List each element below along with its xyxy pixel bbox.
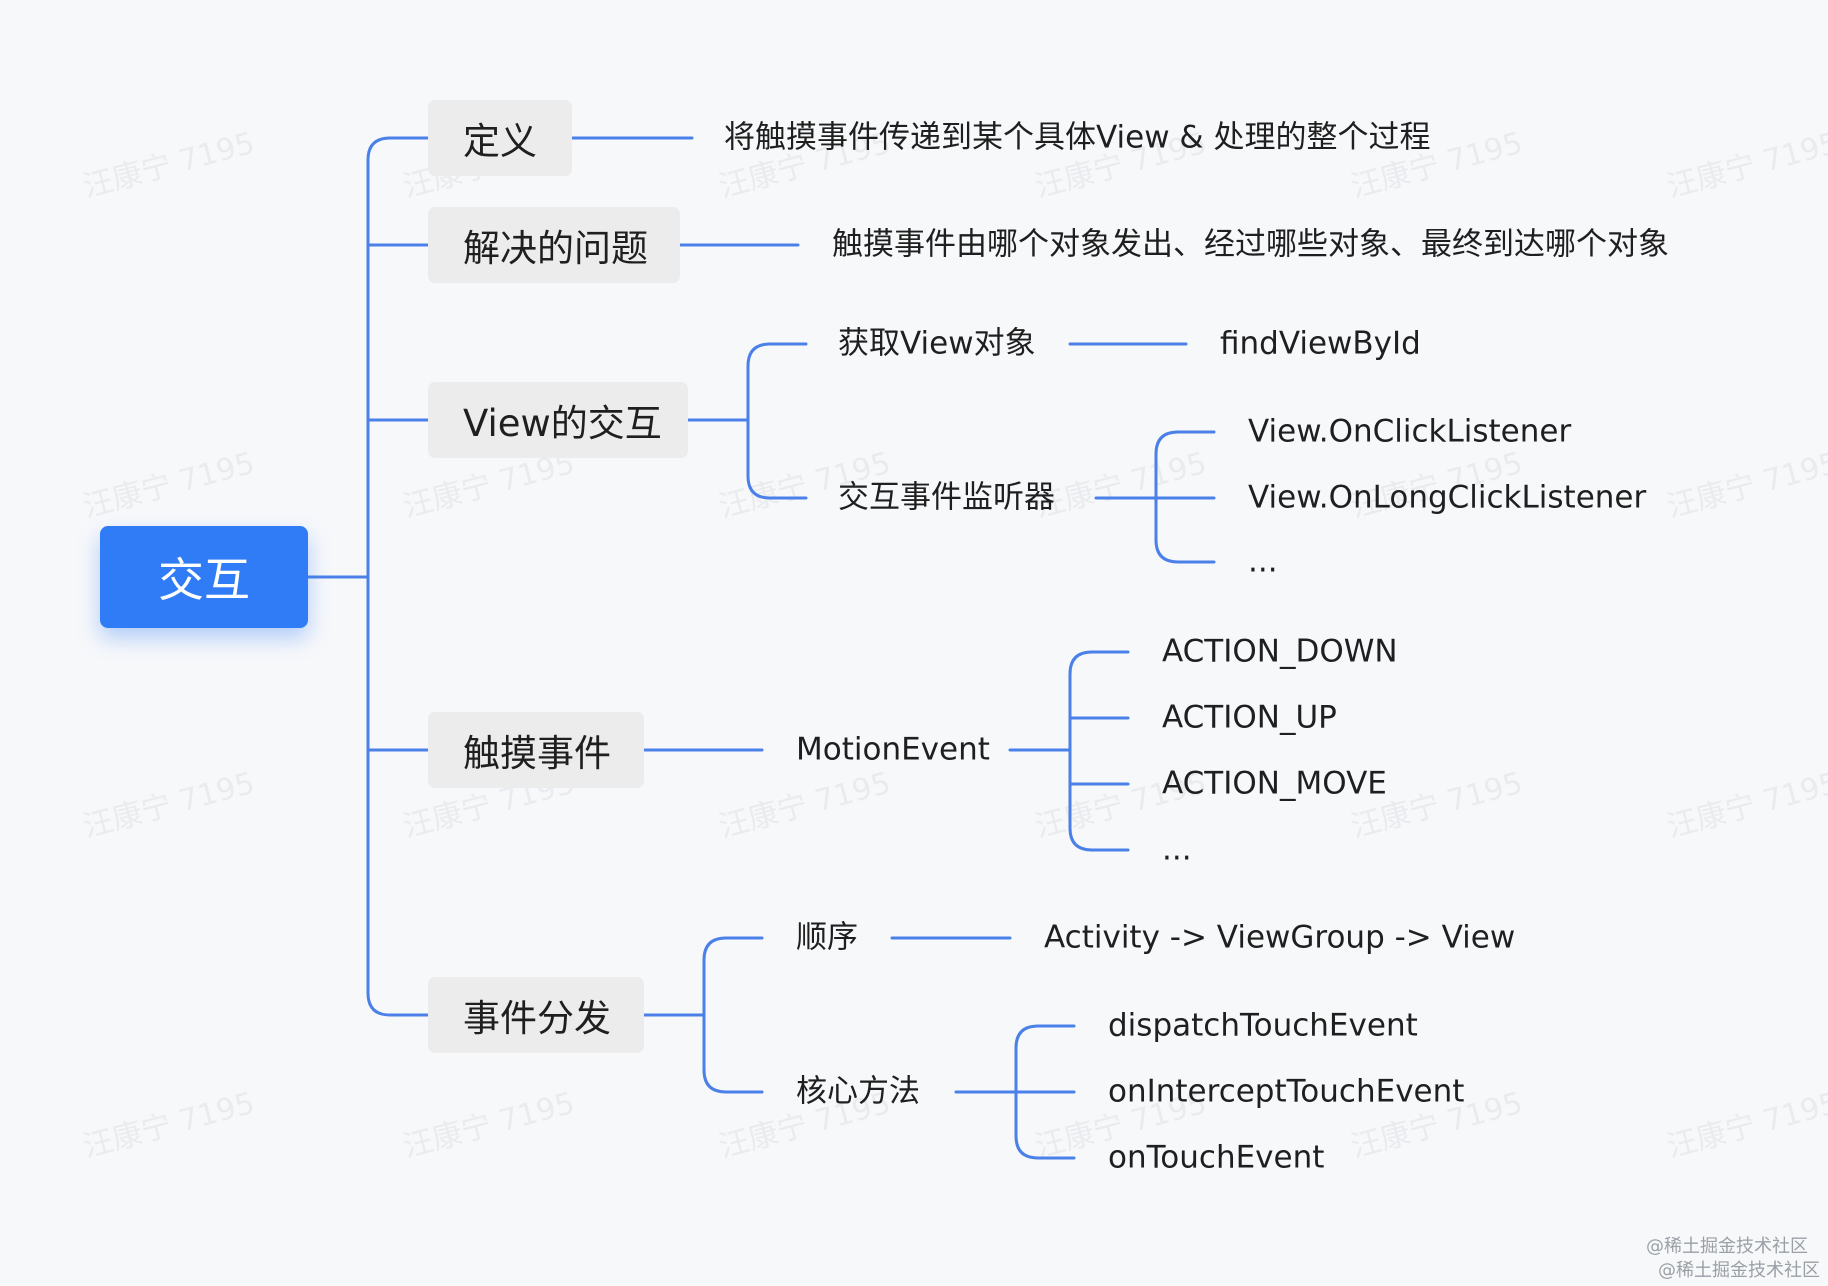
get-view-label: 获取View对象 (838, 325, 1036, 362)
listeners-label: 交互事件监听器 (838, 479, 1055, 516)
root-node[interactable]: 交互 (100, 526, 308, 628)
connector-line (1014, 1024, 1076, 1094)
node-problem[interactable]: 解决的问题 (428, 207, 680, 283)
order-value-text: Activity -> ViewGroup -> View (1044, 919, 1516, 956)
core-method-item: onTouchEvent (1108, 1139, 1325, 1176)
action-item: ACTION_UP (1162, 699, 1337, 736)
connector-line (366, 136, 430, 579)
connector-line (1154, 496, 1216, 564)
node-touch-event[interactable]: 触摸事件 (428, 712, 644, 788)
core-method-item: onInterceptTouchEvent (1108, 1073, 1465, 1110)
core-methods-label: 核心方法 (796, 1073, 920, 1110)
action-item: ... (1162, 831, 1192, 868)
connector-line (1068, 650, 1130, 752)
connector-line (366, 575, 430, 1017)
listener-item: ... (1248, 543, 1278, 580)
order-label: 顺序 (796, 919, 858, 956)
listener-item: View.OnClickListener (1248, 413, 1572, 450)
motion-event-text: MotionEvent (796, 731, 990, 768)
listener-item: View.OnLongClickListener (1248, 479, 1647, 516)
node-view-interaction[interactable]: View的交互 (428, 382, 688, 458)
action-item: ACTION_MOVE (1162, 765, 1387, 802)
credit-watermark: @稀土掘金技术社区 (1658, 1260, 1820, 1281)
find-view-by-id-text: findViewById (1220, 325, 1421, 362)
node-dispatch[interactable]: 事件分发 (428, 977, 644, 1053)
credit-watermark: @稀土掘金技术社区 (1646, 1236, 1808, 1257)
definition-text: 将触摸事件传递到某个具体View & 处理的整个过程 (724, 119, 1431, 156)
node-definition[interactable]: 定义 (428, 100, 572, 176)
connector-line (702, 936, 764, 1017)
action-item: ACTION_DOWN (1162, 633, 1398, 670)
problem-text: 触摸事件由哪个对象发出、经过哪些对象、最终到达哪个对象 (832, 226, 1669, 263)
connector-line (1154, 430, 1216, 500)
connector-line (702, 1013, 764, 1094)
connector-line (746, 342, 808, 422)
connector-line (1014, 1090, 1076, 1160)
core-method-item: dispatchTouchEvent (1108, 1007, 1418, 1044)
connector-line (1068, 748, 1130, 852)
connector-line (746, 418, 808, 500)
